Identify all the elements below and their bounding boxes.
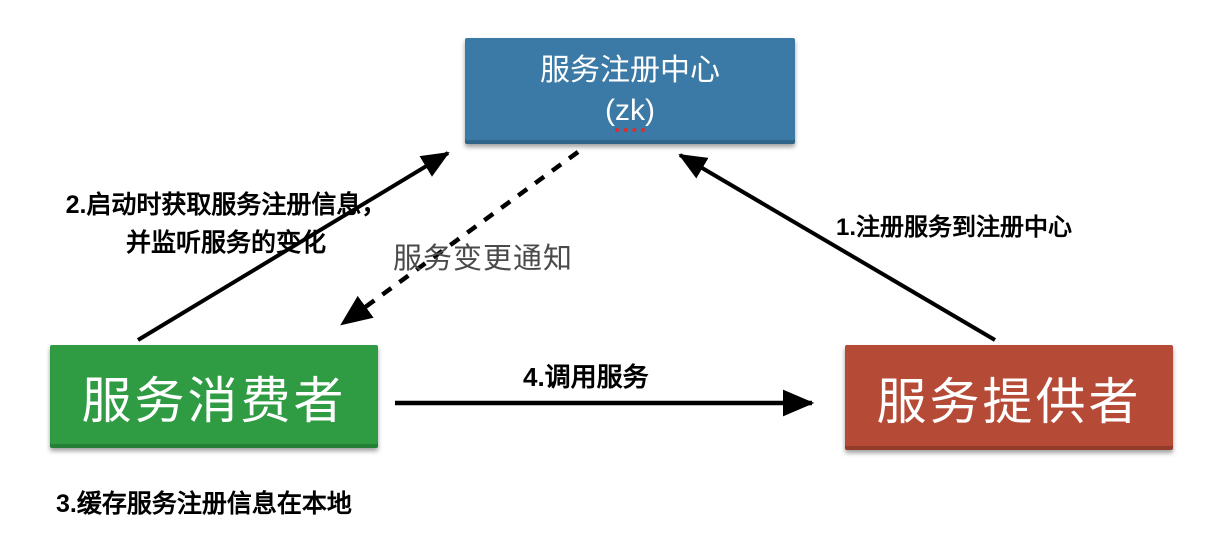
label-fetch-registry-info: 2.启动时获取服务注册信息， 并监听服务的变化 (58, 186, 394, 262)
label-invoke-service: 4.调用服务 (523, 362, 649, 392)
paren-close: ) (645, 94, 655, 127)
paren-open: ( (605, 94, 615, 127)
arrow-register-service (678, 153, 997, 342)
label-register-service: 1.注册服务到注册中心 (836, 214, 1073, 241)
label-change-notify: 服务变更通知 (393, 243, 574, 275)
registry-subtitle: (zk) (605, 91, 655, 132)
zk-text: zk (615, 94, 645, 132)
provider-title: 服务提供者 (876, 373, 1142, 430)
provider-box: 服务提供者 (845, 345, 1173, 450)
label-fetch-line2: 并监听服务的变化 (125, 229, 326, 257)
label-fetch-line1: 2.启动时获取服务注册信息， (65, 191, 387, 219)
consumer-box: 服务消费者 (50, 345, 378, 448)
label-cache-note: 3.缓存服务注册信息在本地 (56, 490, 352, 518)
registry-title: 服务注册中心 (540, 54, 720, 87)
registry-box: 服务注册中心 (zk) (465, 38, 795, 144)
consumer-title: 服务消费者 (81, 372, 347, 429)
